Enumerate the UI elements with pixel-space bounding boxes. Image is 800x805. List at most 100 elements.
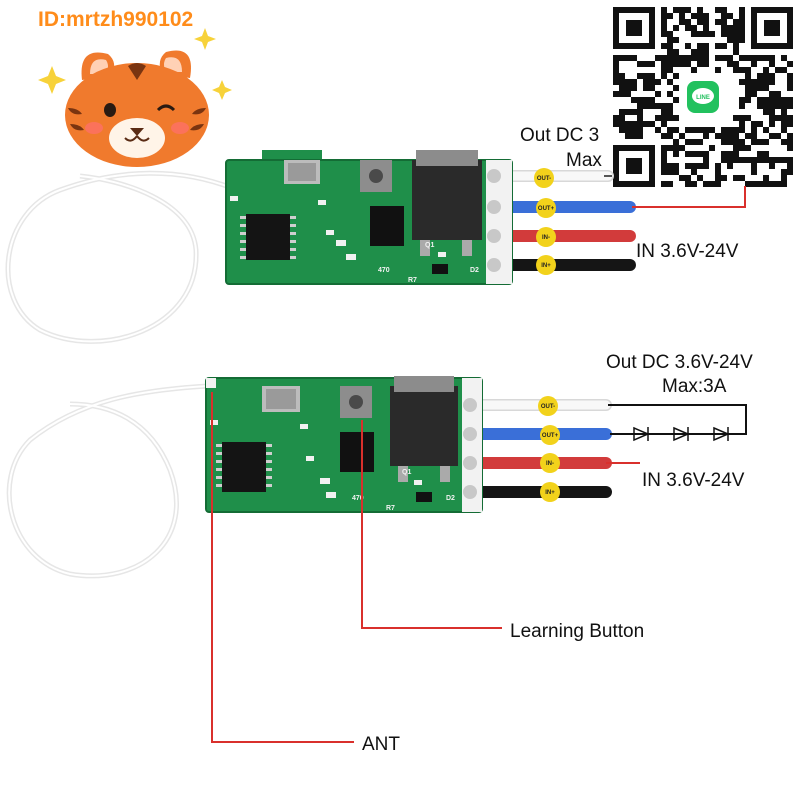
qr-module bbox=[685, 163, 691, 169]
qr-module bbox=[661, 13, 667, 19]
qr-module bbox=[703, 43, 709, 49]
qr-module bbox=[727, 25, 733, 31]
qr-module bbox=[769, 181, 775, 187]
qr-module bbox=[661, 19, 667, 25]
qr-module bbox=[655, 103, 661, 109]
bottom-solder-pads bbox=[463, 398, 477, 499]
qr-module bbox=[655, 79, 661, 85]
bottom-pad-label-in-minus: IN- bbox=[540, 453, 560, 473]
qr-module bbox=[661, 181, 667, 187]
qr-module bbox=[733, 25, 739, 31]
qr-module bbox=[721, 19, 727, 25]
qr-module bbox=[757, 55, 763, 61]
qr-module bbox=[727, 163, 733, 169]
qr-module bbox=[751, 55, 757, 61]
qr-module bbox=[769, 121, 775, 127]
qr-module bbox=[757, 103, 763, 109]
qr-module bbox=[631, 85, 637, 91]
qr-module bbox=[745, 85, 751, 91]
antenna-leader-line bbox=[211, 392, 354, 743]
qr-module bbox=[739, 97, 745, 103]
qr-module bbox=[733, 19, 739, 25]
qr-module bbox=[703, 181, 709, 187]
qr-module bbox=[619, 127, 625, 133]
qr-module bbox=[715, 133, 721, 139]
qr-module bbox=[751, 133, 757, 139]
led-diode-icon bbox=[713, 426, 730, 442]
qr-module bbox=[769, 79, 775, 85]
qr-module bbox=[739, 67, 745, 73]
qr-module bbox=[781, 67, 787, 73]
svg-text:OUT-: OUT- bbox=[537, 176, 551, 182]
qr-module bbox=[763, 79, 769, 85]
qr-module bbox=[625, 127, 631, 133]
learning-button-leader-line bbox=[361, 420, 502, 629]
qr-module bbox=[691, 163, 697, 169]
qr-module bbox=[673, 97, 679, 103]
qr-module bbox=[637, 61, 643, 67]
qr-module bbox=[733, 133, 739, 139]
qr-module bbox=[649, 73, 655, 79]
qr-module bbox=[673, 145, 679, 151]
qr-module bbox=[715, 67, 721, 73]
qr-module bbox=[667, 67, 673, 73]
top-silk-q1: Q1 bbox=[425, 242, 434, 249]
qr-module bbox=[697, 43, 703, 49]
qr-module bbox=[733, 115, 739, 121]
qr-module bbox=[757, 139, 763, 145]
qr-module bbox=[643, 97, 649, 103]
qr-module bbox=[703, 19, 709, 25]
qr-module bbox=[679, 61, 685, 67]
qr-module bbox=[709, 181, 715, 187]
qr-module bbox=[691, 169, 697, 175]
qr-module bbox=[721, 43, 727, 49]
qr-module bbox=[649, 97, 655, 103]
qr-module bbox=[787, 79, 793, 85]
qr-module bbox=[685, 175, 691, 181]
qr-module bbox=[637, 109, 643, 115]
qr-module bbox=[781, 139, 787, 145]
top-solder-pads bbox=[487, 169, 501, 272]
qr-module bbox=[697, 61, 703, 67]
bottom-pad-label-out-plus: OUT+ bbox=[540, 425, 560, 445]
qr-module bbox=[721, 13, 727, 19]
qr-module bbox=[685, 181, 691, 187]
qr-module bbox=[631, 97, 637, 103]
qr-module bbox=[661, 157, 667, 163]
qr-module bbox=[751, 121, 757, 127]
bottom-regulator bbox=[340, 432, 374, 472]
qr-module bbox=[673, 139, 679, 145]
qr-module bbox=[769, 157, 775, 163]
top-silk-r7: R7 bbox=[408, 277, 417, 284]
qr-module bbox=[703, 61, 709, 67]
qr-module bbox=[733, 61, 739, 67]
qr-module bbox=[667, 49, 673, 55]
qr-module bbox=[775, 91, 781, 97]
qr-module bbox=[685, 151, 691, 157]
qr-module bbox=[787, 157, 793, 163]
qr-module bbox=[763, 109, 769, 115]
qr-module bbox=[787, 133, 793, 139]
qr-module bbox=[703, 157, 709, 163]
qr-module bbox=[745, 181, 751, 187]
qr-module bbox=[703, 49, 709, 55]
qr-module bbox=[691, 31, 697, 37]
qr-module bbox=[613, 121, 619, 127]
qr-module bbox=[715, 169, 721, 175]
qr-module bbox=[703, 25, 709, 31]
qr-module bbox=[757, 151, 763, 157]
qr-module bbox=[637, 73, 643, 79]
qr-module bbox=[667, 79, 673, 85]
qr-module bbox=[685, 61, 691, 67]
bottom-ic-chip bbox=[222, 442, 266, 492]
line-badge-text: LINE bbox=[696, 95, 710, 101]
qr-module bbox=[631, 121, 637, 127]
qr-module bbox=[739, 145, 745, 151]
qr-module bbox=[763, 97, 769, 103]
qr-module bbox=[655, 127, 661, 133]
qr-module bbox=[625, 79, 631, 85]
qr-module bbox=[691, 127, 697, 133]
qr-module bbox=[613, 73, 619, 79]
qr-module bbox=[727, 61, 733, 67]
svg-text:OUT-: OUT- bbox=[541, 404, 555, 410]
